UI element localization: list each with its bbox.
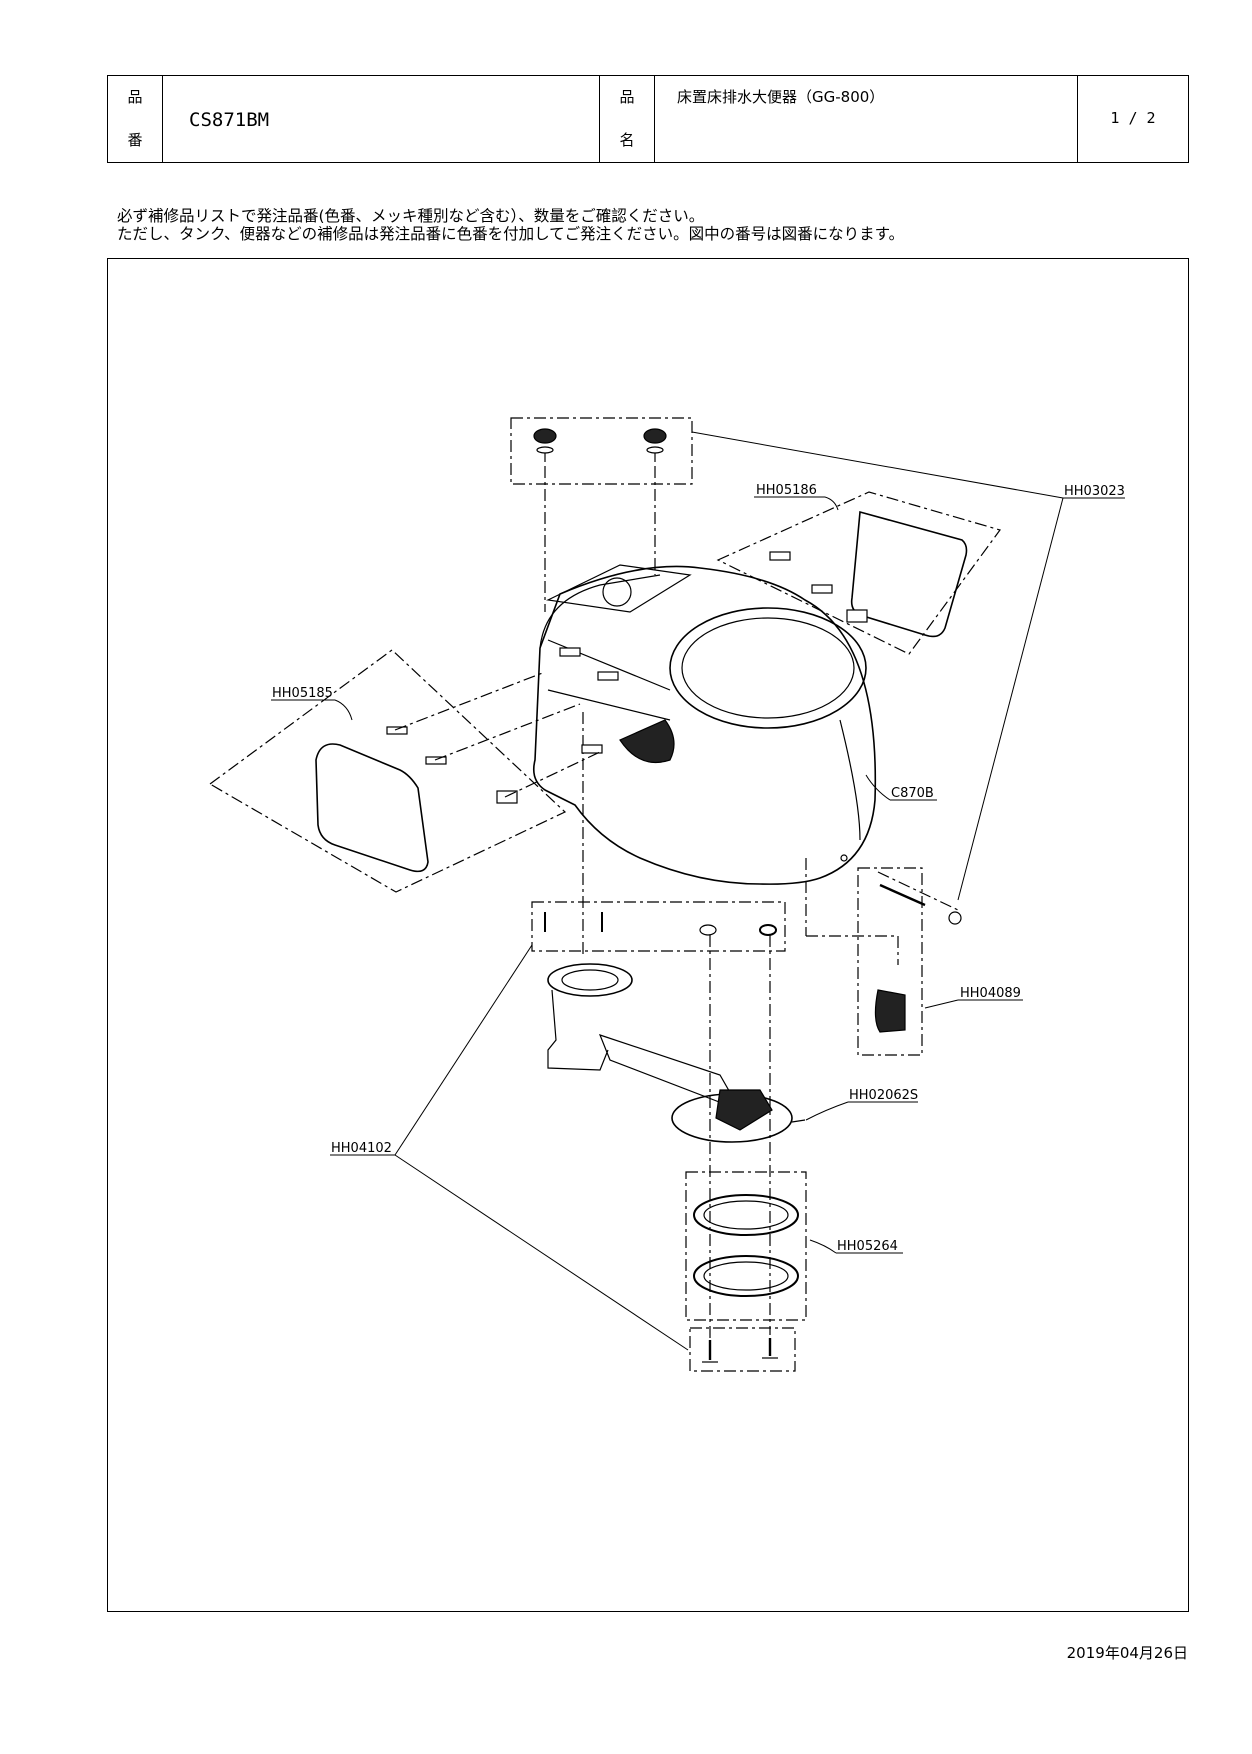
part-name-cell: 床置床排水大便器（GG-800） (654, 76, 1077, 162)
title-block: 品 番 CS871BM 品 名 床置床排水大便器（GG-800） 1 / 2 (107, 75, 1189, 163)
part-number: CS871BM (189, 109, 270, 131)
diagram-frame (107, 258, 1189, 1612)
label-c870b: C870B (891, 786, 934, 801)
part-name-label-cell: 品 名 (599, 76, 654, 162)
part-name-label-char-2: 名 (619, 131, 635, 149)
part-number-label-char-2: 番 (127, 131, 143, 149)
instruction-line-1: 必ず補修品リストで発注品番(色番、メッキ種別など含む）、数量をご確認ください。 (117, 207, 705, 225)
instruction-line-2: ただし、タンク、便器などの補修品は発注品番に色番を付加してご発注ください。図中の… (117, 225, 905, 243)
cap-nut-group (510, 417, 693, 485)
page-cell: 1 / 2 (1077, 76, 1188, 162)
side-bracket-group (857, 867, 962, 1056)
label-hh02062s: HH02062S (849, 1088, 918, 1103)
leader-lines (271, 431, 1125, 1351)
instructions: 必ず補修品リストで発注品番(色番、メッキ種別など含む）、数量をご確認ください。 … (117, 207, 1187, 243)
label-hh05185: HH05185 (272, 686, 333, 701)
part-labels: HH03023 HH05186 HH05185 C870B HH04089 HH… (272, 483, 1125, 1254)
alignment-lines (544, 466, 959, 1350)
screw-group-top (531, 901, 786, 952)
gasket-group (685, 1171, 807, 1321)
label-hh04089: HH04089 (960, 986, 1021, 1001)
drain-fitting (547, 963, 806, 1143)
label-hh05264: HH05264 (837, 1239, 898, 1254)
document-date: 2019年04月26日 (1066, 1644, 1188, 1662)
toilet-bowl (532, 564, 877, 885)
left-cover-group (208, 649, 601, 893)
part-number-cell: CS871BM (162, 76, 599, 162)
right-cover-group (716, 491, 1001, 655)
part-name: 床置床排水大便器（GG-800） (677, 88, 885, 106)
page-number: 1 / 2 (1110, 109, 1156, 127)
label-hh05186: HH05186 (756, 483, 817, 498)
part-number-label-cell: 品 番 (108, 76, 162, 162)
floor-bolt-group (689, 1327, 796, 1372)
label-hh04102: HH04102 (331, 1141, 392, 1156)
part-number-label-char-1: 品 (127, 88, 143, 106)
label-hh03023: HH03023 (1064, 484, 1125, 499)
part-name-label-char-1: 品 (619, 88, 635, 106)
